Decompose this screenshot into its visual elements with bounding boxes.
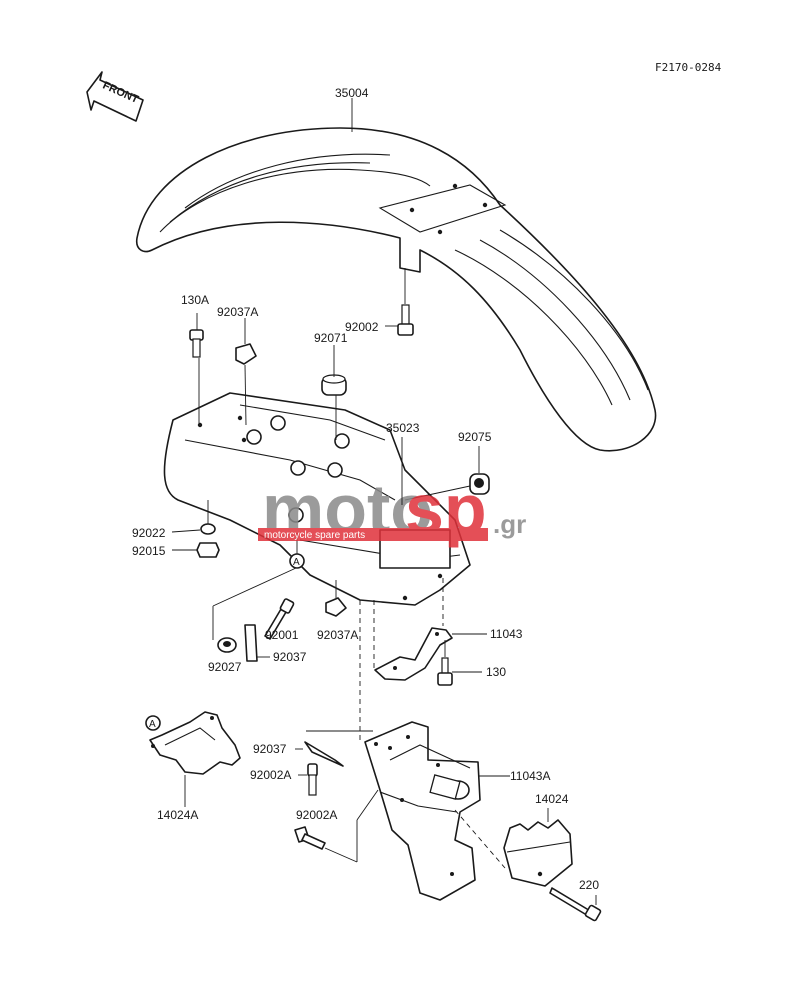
bolt-92001 xyxy=(264,598,295,640)
part-label-130A: 130A xyxy=(181,293,209,307)
fender-bracket-35023 xyxy=(163,392,471,606)
part-label-92027: 92027 xyxy=(208,660,242,674)
diagram-code: F2170-0284 xyxy=(655,61,722,74)
part-label-92037-a: 92037 xyxy=(273,650,307,664)
leader-lines xyxy=(351,98,403,505)
bolt-130 xyxy=(437,640,482,686)
collar-92071 xyxy=(321,345,347,440)
part-label-92002A-b: 92002A xyxy=(296,808,337,822)
watermark: moto sp .gr motorcycle spare parts xyxy=(258,470,526,548)
part-label-14024: 14024 xyxy=(535,792,569,806)
part-label-220: 220 xyxy=(579,878,599,892)
part-label-11043A: 11043A xyxy=(510,769,550,783)
watermark-suffix: .gr xyxy=(493,509,526,539)
guard-14024A: A xyxy=(145,711,241,807)
bolt-92002 xyxy=(397,268,414,336)
bolt-130A xyxy=(189,313,204,425)
bolt-92002A-lower xyxy=(294,789,379,863)
part-label-35023: 35023 xyxy=(386,421,420,435)
rear-bracket-11043A xyxy=(359,600,510,901)
bracket-11043 xyxy=(373,578,487,681)
part-label-92071: 92071 xyxy=(314,331,348,345)
front-direction-arrow: FRONT xyxy=(86,71,144,122)
part-label-92022: 92022 xyxy=(132,526,166,540)
reference-marker-A-upper: A xyxy=(212,533,305,640)
part-label-130: 130 xyxy=(486,665,506,679)
front-fender-35004 xyxy=(135,127,657,452)
part-label-92037A-mid: 92037A xyxy=(317,628,358,642)
marker-a-upper-letter: A xyxy=(293,557,300,568)
bolt-220 xyxy=(549,887,602,922)
marker-a-lower-letter: A xyxy=(149,719,156,730)
grommet-92037A-top xyxy=(235,318,257,426)
collar-92027 xyxy=(217,637,237,653)
part-label-35004: 35004 xyxy=(335,86,369,100)
plate-92037-lower xyxy=(295,730,373,767)
part-label-14024A: 14024A xyxy=(157,808,198,822)
bolt-92002A-upper xyxy=(298,763,318,796)
part-label-11043: 11043 xyxy=(490,627,523,641)
part-label-92075: 92075 xyxy=(458,430,492,444)
part-label-92037-b: 92037 xyxy=(253,742,287,756)
part-label-92015: 92015 xyxy=(132,544,166,558)
washer-nut-92022-92015 xyxy=(171,500,220,558)
part-label-92002A-a: 92002A xyxy=(250,768,291,782)
part-label-92037A-top: 92037A xyxy=(217,305,258,319)
collar-92075 xyxy=(404,446,490,501)
watermark-tagline: motorcycle spare parts xyxy=(264,530,365,541)
part-label-92001: 92001 xyxy=(265,628,299,642)
part-label-92002: 92002 xyxy=(345,320,379,334)
grommet-92037A-mid xyxy=(325,580,347,617)
cover-14024 xyxy=(503,808,573,887)
plate-92037 xyxy=(244,624,270,662)
